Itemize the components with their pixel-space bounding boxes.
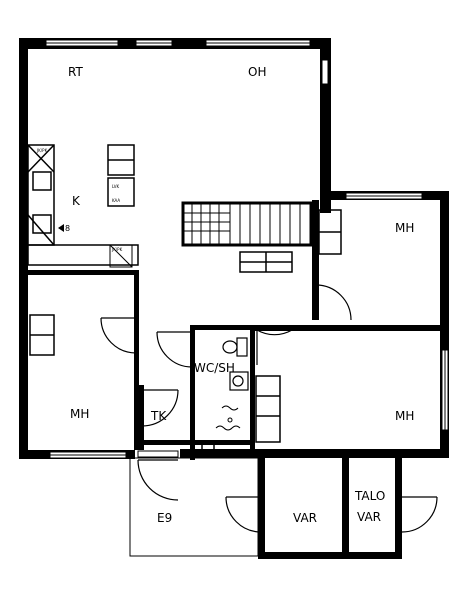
wardrobe-right: [255, 375, 281, 443]
room-labels: RT OH K MH MH MH WC/SH TK E9 VAR TALO VA…: [68, 65, 414, 525]
label-var-2: VAR: [357, 510, 381, 524]
label-rt: RT: [68, 65, 83, 79]
storage-cabinet: [239, 251, 293, 273]
label-wc-sh: WC/SH: [194, 361, 235, 375]
label-e9: E9: [157, 511, 172, 525]
fridge-label: JK/PK: [36, 148, 48, 153]
wardrobe-top: [318, 209, 342, 255]
kitchen-counter: [27, 144, 139, 266]
island-counter: [107, 144, 135, 207]
shower-icon: [215, 405, 241, 431]
label-tk: TK: [150, 409, 167, 423]
label-talo: TALO: [354, 489, 385, 503]
wardrobe-left: [29, 314, 55, 356]
doors: [100, 284, 438, 533]
interior-walls: [28, 200, 445, 559]
label-mh-top: MH: [395, 221, 414, 235]
vent-mark: 8: [65, 224, 70, 233]
windows: [45, 39, 449, 459]
label-k: K: [72, 194, 81, 208]
outer-walls: [19, 38, 449, 459]
cabinet-label: KAA: [112, 198, 120, 203]
staircase: [181, 201, 313, 247]
floor-drain: [201, 443, 215, 457]
label-var-1: VAR: [293, 511, 317, 525]
vent-icon: 8: [58, 224, 70, 233]
oven-label: JK/PK: [111, 247, 123, 252]
label-mh-right: MH: [395, 409, 414, 423]
sink-icon: [229, 371, 249, 391]
toilet-icon: [222, 337, 248, 357]
fridge: [109, 244, 133, 268]
label-oh: OH: [248, 65, 266, 79]
window-mullions: [46, 42, 446, 456]
stove-label: LVK: [112, 184, 120, 189]
entry-outline: [129, 457, 259, 557]
label-mh-left: MH: [70, 407, 89, 421]
